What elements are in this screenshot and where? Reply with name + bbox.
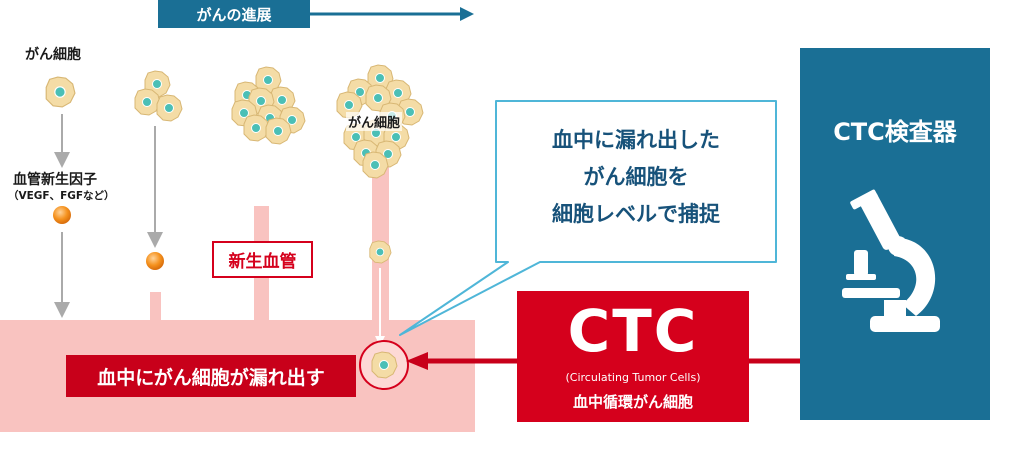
tumor-cells-label: がん細胞 [346, 112, 403, 131]
callout-line: 細胞レベルで捕捉 [552, 202, 720, 226]
ctc-title: CTC [567, 297, 699, 365]
ctc-japanese: 血中循環がん細胞 [572, 393, 693, 411]
progress-arrow [310, 7, 474, 21]
captured-cell [371, 351, 398, 379]
growth-factor-dot [53, 206, 71, 224]
growth-factor-examples: （VEGF、FGFなど） [8, 190, 115, 202]
device-title: CTC検査器 [833, 118, 957, 146]
cancer-cell-label: がん細胞 [25, 47, 81, 63]
growth-factor-dot [146, 252, 164, 270]
ctc-device-panel: CTC検査器 [800, 48, 990, 420]
ctc-box: CTC (Circulating Tumor Cells) 血中循環がん細胞 [517, 291, 749, 422]
callout-line: がん細胞を [583, 165, 689, 189]
callout-text: 血中に漏れ出した がん細胞を 細胞レベルで捕捉 [506, 122, 766, 233]
vessel-sprout [150, 292, 161, 322]
cell-cluster-medium [231, 66, 306, 145]
callout-bubble [399, 100, 777, 336]
cell-cluster-small [134, 70, 183, 122]
cancer-cell [45, 76, 76, 108]
ctc-english: (Circulating Tumor Cells) [565, 371, 701, 384]
leak-banner: 血中にがん細胞が漏れ出す [66, 355, 356, 397]
progress-label: がんの進展 [158, 0, 310, 28]
leaking-cell [369, 240, 392, 264]
angiogenesis-label: 新生血管 [212, 241, 313, 278]
callout-line: 血中に漏れ出した [552, 128, 720, 152]
growth-factor-label: 血管新生因子 [13, 172, 97, 188]
microscope-icon [842, 189, 940, 332]
